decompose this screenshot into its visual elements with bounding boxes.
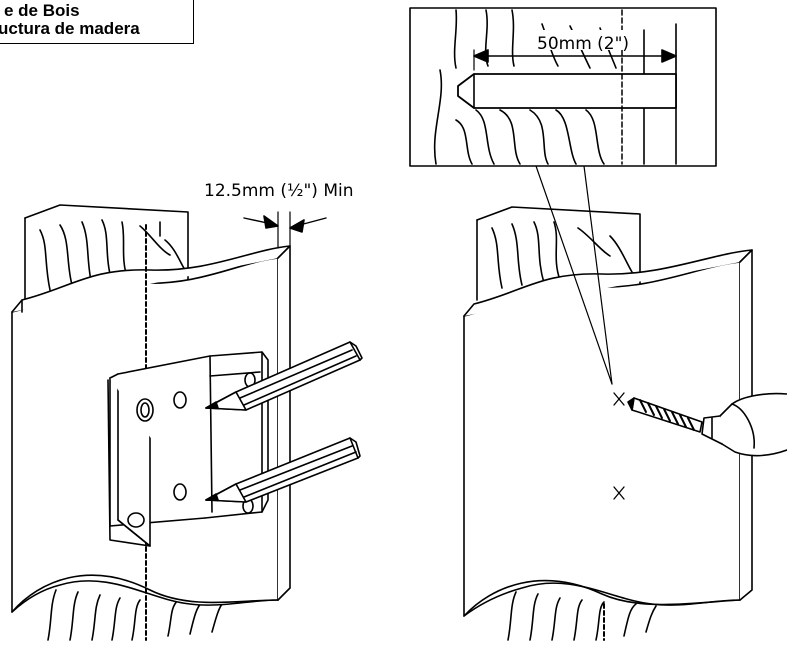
header-label-box: e de Bois uctura de madera	[0, 0, 194, 44]
left-wood-post	[24, 204, 223, 641]
callout-pointer-right	[583, 165, 613, 385]
depth-dimension-label: 50mm (2")	[537, 34, 630, 54]
right-wood-post	[476, 206, 657, 641]
header-line-french: e de Bois	[4, 1, 80, 20]
hole-mark-top	[613, 392, 625, 406]
right-detail-callout	[409, 7, 717, 167]
spacing-dimension-label: 12.5mm (½") Min	[204, 181, 354, 201]
right-drill	[627, 392, 787, 457]
hole-mark-bottom	[613, 486, 625, 500]
callout-pointer-left	[535, 165, 613, 385]
left-spacing-dimension	[243, 211, 327, 249]
right-figure	[409, 7, 787, 641]
header-line-spanish: uctura de madera	[0, 19, 140, 38]
right-wall-board	[463, 249, 753, 617]
left-figure	[11, 204, 363, 641]
left-pencil-bottom	[205, 437, 361, 503]
left-pencil-top	[205, 341, 363, 411]
right-hole-marks	[613, 392, 625, 500]
